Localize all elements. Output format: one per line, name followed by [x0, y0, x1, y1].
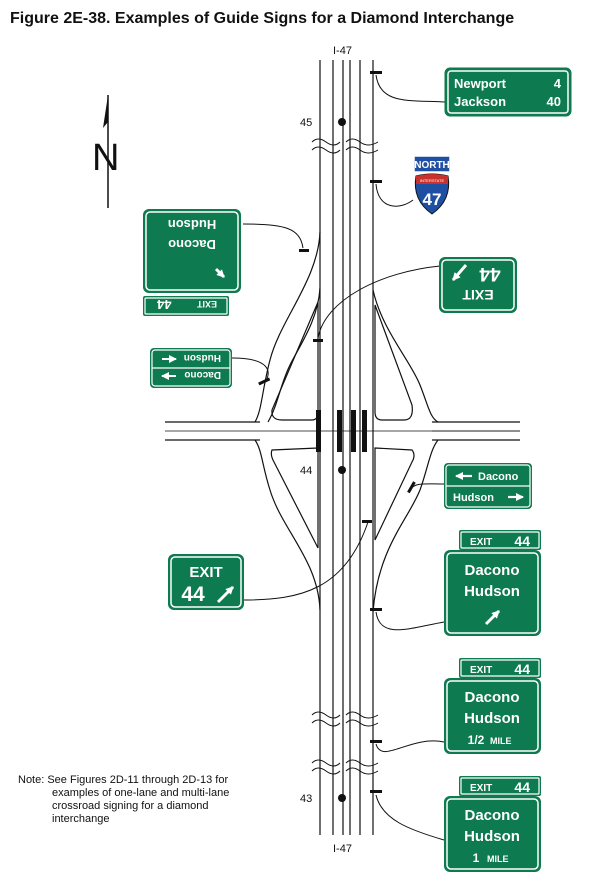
distance-row-1-miles: 4	[554, 76, 562, 91]
north-arrow-icon: N	[92, 95, 119, 208]
opposite-plaque-exit-word: EXIT	[196, 299, 217, 309]
milepost-44: 44	[300, 465, 312, 477]
break-mark-bottom	[311, 767, 379, 775]
exit-direction-plaque-word: EXIT	[470, 537, 492, 548]
ramp-northwest-outer	[254, 231, 321, 423]
route-label-bottom: I-47	[333, 843, 352, 855]
up-right-arrow-icon	[451, 264, 468, 281]
sign-exit-gore: EXIT 44	[168, 554, 244, 610]
exit-direction-line2: Hudson	[464, 583, 520, 600]
crossroad-line1: Dacono	[478, 471, 519, 483]
milepost-45: 45	[300, 117, 312, 129]
sign-opposite-destinations: Dacono Hudson	[143, 209, 241, 293]
milepost-dot	[338, 466, 346, 474]
break-mark-upper	[311, 138, 379, 146]
milepost-dot	[338, 118, 346, 126]
sign-opposite-crossroad: Dacono Hudson	[150, 348, 232, 388]
one-mile-plaque-word: EXIT	[470, 783, 492, 794]
note-line: interchange	[52, 813, 110, 825]
half-mile-unit: MILE	[490, 736, 512, 746]
north-cardinal-plaque	[413, 155, 451, 173]
gore-exit-number: 44	[181, 583, 205, 606]
one-mile-distance: 1	[473, 851, 480, 865]
sign-opposite-exit-plaque: EXIT 44	[143, 296, 229, 316]
opposite-exit-word: EXIT	[462, 287, 494, 303]
sign-exit-direction: EXIT 44 Dacono Hudson	[444, 530, 541, 636]
note-line: Note: See Figures 2D-11 through 2D-13 fo…	[18, 774, 229, 786]
sign-mounts	[258, 71, 416, 793]
exit-direction-line1: Dacono	[464, 562, 519, 579]
note-line: crossroad signing for a diamond	[52, 800, 209, 812]
overpass-bridge	[316, 410, 367, 452]
sign-one-mile: EXIT 44 Dacono Hudson 1 MILE	[444, 776, 541, 872]
ramp-southwest-outer	[254, 439, 321, 611]
break-mark-lower	[311, 711, 379, 719]
one-mile-line1: Dacono	[464, 807, 519, 824]
sign-crossroad: Dacono Hudson	[444, 463, 532, 509]
figure-title: Figure 2E-38. Examples of Guide Signs fo…	[10, 10, 515, 27]
milepost-43: 43	[300, 793, 312, 805]
distance-row-2-name: Jackson	[454, 94, 506, 109]
ramp-northeast-island	[374, 304, 413, 421]
opposite-plaque-number: 44	[156, 297, 171, 312]
sign-opposite-exit: EXIT 44	[439, 257, 517, 313]
north-letter: N	[92, 137, 119, 179]
sign-half-mile: EXIT 44 Dacono Hudson 1/2 MILE	[444, 658, 541, 754]
opposite-dest-line1: Dacono	[168, 237, 216, 252]
route-number: 47	[423, 190, 442, 209]
sign-distance: Newport 4 Jackson 40	[444, 67, 572, 117]
opposite-dest-line2: Hudson	[168, 217, 216, 232]
half-mile-fraction: 1/2	[468, 733, 485, 747]
ramp-northwest-island	[271, 301, 319, 421]
milepost-dot	[338, 794, 346, 802]
break-mark-upper	[311, 146, 379, 154]
distance-row-1-name: Newport	[454, 76, 507, 91]
ramp-southeast-island	[374, 447, 415, 541]
opposite-crossroad-line2: Hudson	[184, 352, 221, 363]
crossroad-line2: Hudson	[453, 492, 494, 504]
cardinal-direction: NORTH	[414, 160, 450, 171]
half-mile-plaque-word: EXIT	[470, 665, 492, 676]
ramp-northwest-inner	[267, 287, 321, 423]
half-mile-plaque-number: 44	[514, 661, 530, 677]
route-marker: NORTH INTERSTATE 47	[413, 155, 451, 215]
exit-direction-plaque-number: 44	[514, 533, 530, 549]
gore-exit-word: EXIT	[189, 564, 222, 581]
leader-lines	[231, 74, 446, 841]
half-mile-line2: Hudson	[464, 710, 520, 727]
ramp-southeast-outer	[372, 439, 439, 613]
opposite-crossroad-line1: Dacono	[184, 369, 221, 380]
distance-row-2-miles: 40	[547, 94, 561, 109]
ramp-northeast-outer	[372, 289, 439, 423]
up-right-arrow-icon	[216, 585, 235, 604]
ramp-southwest-island	[270, 447, 319, 549]
one-mile-unit: MILE	[487, 854, 509, 864]
shield-word: INTERSTATE	[420, 178, 445, 183]
opposite-exit-number: 44	[479, 263, 501, 284]
half-mile-line1: Dacono	[464, 689, 519, 706]
break-mark-bottom	[311, 759, 379, 767]
one-mile-plaque-number: 44	[514, 779, 530, 795]
note-line: examples of one-lane and multi-lane	[52, 787, 230, 799]
break-mark-lower	[311, 719, 379, 727]
route-label-top: I-47	[333, 45, 352, 57]
one-mile-line2: Hudson	[464, 828, 520, 845]
down-left-arrow-icon	[214, 267, 226, 279]
up-right-arrow-icon	[484, 609, 501, 626]
note-block: Note: See Figures 2D-11 through 2D-13 fo…	[18, 774, 258, 826]
